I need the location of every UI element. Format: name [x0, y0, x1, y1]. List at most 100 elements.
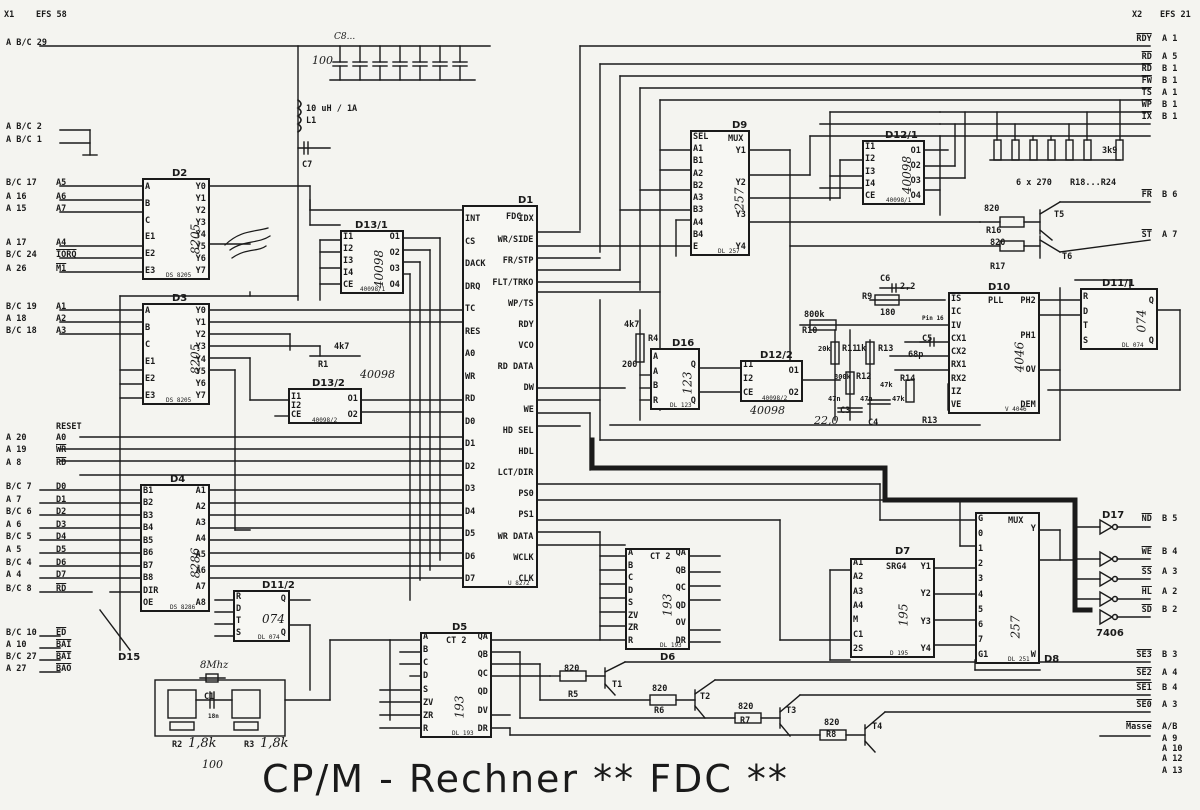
- pin-label: I3: [343, 256, 354, 266]
- connector-left-label: X1: [4, 10, 15, 20]
- pin-label: D: [236, 604, 242, 614]
- right-signal-name: FW: [1141, 76, 1152, 86]
- left-connector-pin: A 18: [6, 314, 27, 324]
- pin-label: I3: [865, 166, 876, 177]
- pin-label: A: [653, 366, 659, 377]
- pin-label: CX1: [951, 333, 967, 344]
- r9-value: 180: [880, 308, 896, 318]
- pin-label: 2: [978, 559, 984, 570]
- pin-label: E2: [145, 249, 156, 260]
- pin-label: E3: [145, 266, 156, 276]
- pin-label: A3: [195, 518, 206, 528]
- pin-label: Q: [690, 360, 696, 370]
- left-signal-name: WR: [56, 445, 67, 455]
- page-title: CP/M - Rechner ** FDC **: [262, 757, 789, 801]
- d13-handnote: 40098: [360, 368, 395, 381]
- c7-label: C7: [302, 160, 313, 170]
- chip-type-d5: 193: [452, 695, 467, 719]
- chip-part-d11-1: DL 074: [1122, 342, 1144, 349]
- c6-label: C6: [880, 274, 891, 284]
- pin-label: B3: [143, 510, 154, 521]
- left-connector-pin: B/C 5: [6, 532, 32, 542]
- pin-label: Y5: [195, 242, 206, 252]
- chip-d2: [142, 178, 210, 280]
- chip-d12-1: [862, 140, 925, 205]
- right-connector-pin: A 3: [1162, 700, 1178, 710]
- pin-label: VCO: [518, 341, 534, 352]
- left-signal-name: BAI: [56, 652, 72, 662]
- pin-label: A: [423, 632, 429, 642]
- right-signal-name: RD: [1141, 64, 1152, 74]
- connector-right-label: X2: [1132, 10, 1143, 20]
- c4-value: 47n: [860, 395, 873, 403]
- left-signal-name: A1: [56, 302, 67, 312]
- pin-label: 6: [978, 619, 984, 630]
- left-signal-name: BAI: [56, 640, 72, 650]
- pin-label: PS0: [518, 489, 534, 500]
- r15-value: 47k: [892, 395, 905, 403]
- left-connector-pin: A 20: [6, 433, 27, 443]
- r16-value: 820: [984, 204, 1000, 214]
- r4-label: R4: [648, 334, 659, 344]
- r12-label: R12: [856, 372, 872, 382]
- pin-label: QB: [477, 650, 488, 661]
- left-signal-name: D5: [56, 545, 67, 555]
- pin-label: I1: [743, 360, 754, 370]
- pin-label: O2: [347, 410, 358, 420]
- pin-label: QC: [675, 583, 686, 594]
- chip-id-d15: D15: [118, 652, 141, 663]
- chip-head-d9: MUX: [728, 134, 744, 144]
- pin-label: DR: [477, 724, 488, 734]
- c1-value: 18n: [208, 713, 219, 720]
- pin-label: I2: [291, 401, 302, 411]
- pin-label: B5: [143, 535, 154, 546]
- pin-label: A1: [853, 558, 864, 568]
- pin-label: 7: [978, 634, 984, 645]
- chip-id-d11-2: D11/2: [262, 580, 295, 591]
- right-signal-name: TS: [1141, 88, 1152, 98]
- pin-label: B: [653, 381, 659, 392]
- pin-label: E3: [145, 391, 156, 401]
- pin-label: C: [145, 215, 151, 226]
- pin-label: IV: [951, 320, 962, 331]
- pin-label: A8: [195, 598, 206, 608]
- chip-d10: [948, 292, 1040, 414]
- pin-label: O2: [389, 248, 400, 258]
- right-connector-pin: A 4: [1162, 668, 1178, 678]
- pin-label: I1: [343, 232, 354, 242]
- left-connector-pin: A B/C 1: [6, 135, 42, 145]
- pin-label: C: [145, 340, 151, 350]
- r24-value: 3k9: [1102, 146, 1118, 156]
- pin-label: Y1: [735, 146, 746, 156]
- pin-label: A4: [195, 534, 206, 544]
- c4-label: C4: [868, 418, 879, 428]
- left-signal-name: RESET: [56, 422, 82, 432]
- chip-head-d8: MUX: [1008, 516, 1024, 526]
- chip-type-d11-2: 074: [262, 612, 285, 626]
- chip-d5: [420, 632, 492, 738]
- pin-label: IS: [951, 294, 962, 304]
- chip-part-d9: DL 257: [718, 248, 740, 255]
- chip-type-d9: 257: [732, 187, 747, 211]
- pin-label: S: [423, 684, 429, 695]
- chip-part-d10: V 4046: [1005, 406, 1027, 413]
- t6-label: T6: [1062, 252, 1073, 262]
- pin-label: Y: [1030, 524, 1036, 534]
- left-connector-pin: A 10: [6, 640, 27, 650]
- pin-label: FLT/TRKO: [492, 277, 534, 288]
- connector-right-sub: EFS 21: [1160, 10, 1191, 20]
- t2-label: T2: [700, 692, 711, 702]
- pin-label: I2: [865, 154, 876, 165]
- pin-label: HDL: [518, 446, 534, 457]
- pin-label: 2S: [853, 644, 864, 654]
- left-connector-pin: A 27: [6, 664, 27, 674]
- chip-part-d8: DL 251: [1008, 656, 1030, 663]
- right-connector-pin: B 6: [1162, 190, 1178, 200]
- left-signal-name: D1: [56, 495, 67, 505]
- pin-label: D: [423, 671, 429, 682]
- c8-label: C8...: [334, 32, 356, 42]
- pin-label: Y7: [195, 391, 206, 401]
- left-connector-pin: A 19: [6, 445, 27, 455]
- chip-part-d5: DL 193: [452, 730, 474, 737]
- pin-label: WE: [523, 404, 534, 415]
